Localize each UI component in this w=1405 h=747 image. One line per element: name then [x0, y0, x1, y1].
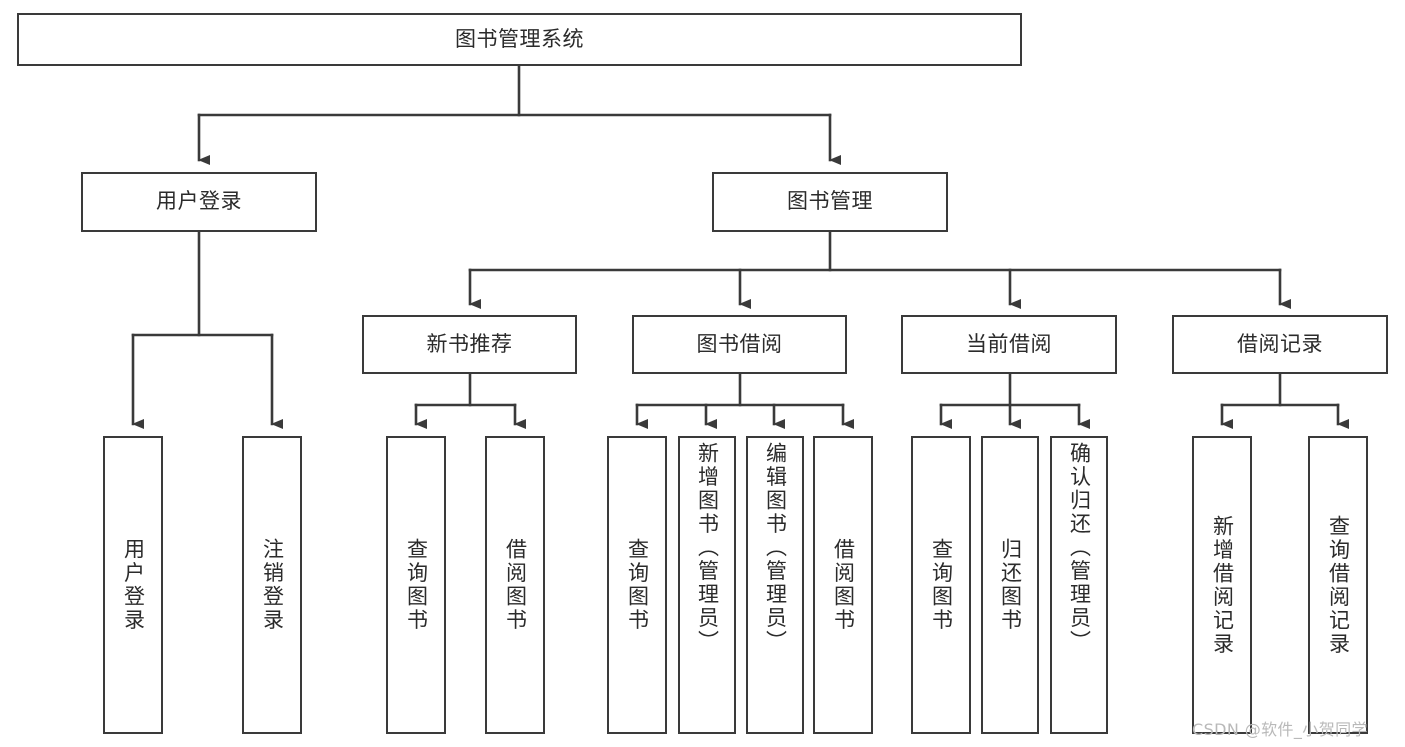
node-root[interactable]: 图书管理系统	[17, 13, 1022, 66]
node-leaf-logout-label: 注销登录	[260, 538, 285, 632]
node-leaf-user-login[interactable]: 用户登录	[103, 436, 163, 734]
node-leaf-edit-book-label: 编辑图书（管理员）	[763, 442, 788, 654]
node-leaf-query-book-3-label: 查询图书	[929, 538, 954, 632]
node-new-book-rec-label: 新书推荐	[426, 331, 513, 356]
node-leaf-confirm-return-label: 确认归还（管理员）	[1067, 442, 1092, 654]
node-leaf-add-record-label: 新增借阅记录	[1210, 514, 1235, 656]
node-leaf-borrow-book-1[interactable]: 借阅图书	[485, 436, 545, 734]
node-new-book-rec[interactable]: 新书推荐	[362, 315, 577, 374]
node-leaf-query-book-2[interactable]: 查询图书	[607, 436, 667, 734]
node-book-mgmt-label: 图书管理	[787, 189, 873, 214]
node-book-borrow-label: 图书借阅	[696, 331, 783, 356]
csdn-watermark: CSDN @软件_小贺同学	[1192, 720, 1368, 739]
node-book-mgmt[interactable]: 图书管理	[712, 172, 948, 232]
node-leaf-logout[interactable]: 注销登录	[242, 436, 302, 734]
node-leaf-query-record-label: 查询借阅记录	[1326, 514, 1351, 656]
node-leaf-edit-book[interactable]: 编辑图书（管理员）	[746, 436, 804, 734]
node-leaf-borrow-book-1-label: 借阅图书	[503, 538, 528, 632]
node-leaf-query-book-2-label: 查询图书	[625, 538, 650, 632]
node-borrow-record[interactable]: 借阅记录	[1172, 315, 1388, 374]
node-leaf-query-record[interactable]: 查询借阅记录	[1308, 436, 1368, 734]
node-leaf-borrow-book-2-label: 借阅图书	[831, 538, 856, 632]
node-leaf-add-record[interactable]: 新增借阅记录	[1192, 436, 1252, 734]
node-leaf-query-book-1[interactable]: 查询图书	[386, 436, 446, 734]
node-user-login[interactable]: 用户登录	[81, 172, 317, 232]
node-current-borrow-label: 当前借阅	[966, 331, 1052, 356]
node-leaf-borrow-book-2[interactable]: 借阅图书	[813, 436, 873, 734]
node-leaf-return-book[interactable]: 归还图书	[981, 436, 1039, 734]
node-leaf-confirm-return[interactable]: 确认归还（管理员）	[1050, 436, 1108, 734]
node-leaf-return-book-label: 归还图书	[998, 538, 1023, 632]
node-leaf-user-login-label: 用户登录	[121, 538, 146, 632]
node-current-borrow[interactable]: 当前借阅	[901, 315, 1117, 374]
node-leaf-add-book[interactable]: 新增图书（管理员）	[678, 436, 736, 734]
node-book-borrow[interactable]: 图书借阅	[632, 315, 847, 374]
node-leaf-add-book-label: 新增图书（管理员）	[695, 442, 720, 654]
node-leaf-query-book-3[interactable]: 查询图书	[911, 436, 971, 734]
node-root-label: 图书管理系统	[455, 26, 584, 51]
node-user-login-label: 用户登录	[156, 189, 242, 214]
node-borrow-record-label: 借阅记录	[1237, 331, 1323, 356]
node-leaf-query-book-1-label: 查询图书	[404, 538, 429, 632]
